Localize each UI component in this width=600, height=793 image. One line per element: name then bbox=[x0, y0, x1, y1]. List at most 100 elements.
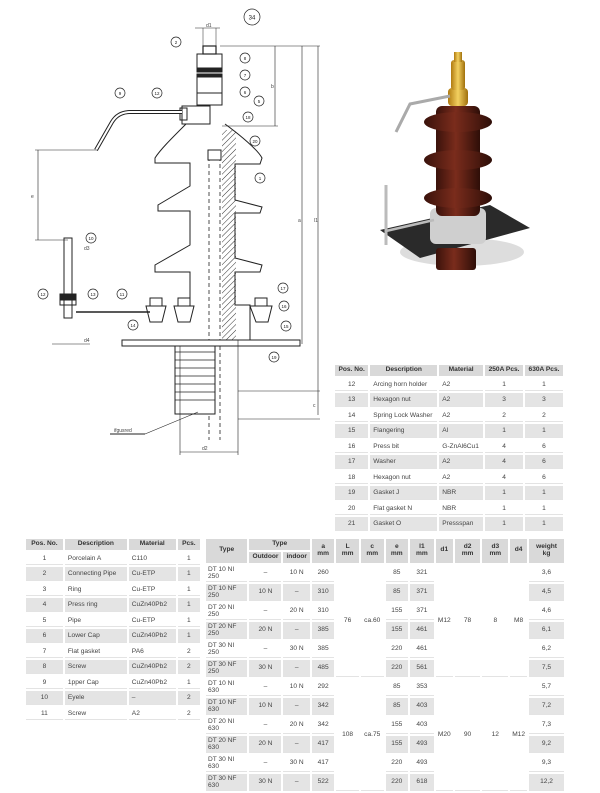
callout-label: 17 bbox=[280, 286, 286, 291]
cell-pos: 4 bbox=[26, 598, 63, 612]
cell-d4: M8 bbox=[510, 564, 528, 677]
cell-630a-pcs: 1 bbox=[525, 502, 563, 516]
dim-d1: d1 bbox=[206, 23, 212, 29]
cell-outdoor: 10 N bbox=[249, 583, 282, 601]
cell-indoor: 30 N bbox=[283, 641, 310, 658]
cell-e: 155 bbox=[385, 621, 408, 639]
cell-type: DT 10 NF 250 bbox=[206, 583, 248, 601]
callout-label: 16 bbox=[281, 304, 287, 309]
cell-d2: 90 bbox=[454, 678, 481, 791]
cell-250a-pcs: 1 bbox=[485, 517, 524, 531]
callout-label: 5 bbox=[258, 99, 261, 104]
col-l1: l1 mm bbox=[409, 539, 434, 563]
cell-e: 85 bbox=[385, 565, 408, 582]
cell-type: DT 20 NF 250 bbox=[206, 621, 248, 639]
dim-d2: d2 bbox=[202, 446, 208, 452]
col-d1: d1 bbox=[435, 539, 453, 563]
col-indoor: indoor bbox=[283, 551, 310, 563]
brass-cap bbox=[448, 88, 468, 106]
cell-indoor: – bbox=[283, 773, 310, 791]
cell-material: A2 bbox=[439, 455, 484, 469]
cell-pos: 2 bbox=[26, 567, 63, 581]
cell-pos: 19 bbox=[335, 486, 369, 500]
cell-description: Washer bbox=[370, 455, 438, 469]
cell-outdoor: 20 N bbox=[249, 735, 282, 753]
cell-pos: 3 bbox=[26, 583, 63, 597]
cell-630a-pcs: 1 bbox=[525, 486, 563, 500]
cell-e: 155 bbox=[385, 717, 408, 734]
cell-e: 85 bbox=[385, 679, 408, 696]
cell-pcs: 1 bbox=[177, 583, 200, 597]
parts-table-right: Pos. No. Description Material 250A Pcs. … bbox=[333, 363, 565, 533]
col-c: c mm bbox=[360, 539, 384, 563]
cell-a: 292 bbox=[311, 679, 335, 696]
callout-label: 34 bbox=[249, 16, 256, 22]
cell-a: 310 bbox=[311, 583, 335, 601]
callout-circle bbox=[253, 95, 265, 107]
callout-label: 1 bbox=[259, 176, 262, 181]
technical-drawing: d1 b a l1 e d3 d4 d2 c ifgusred 34287651… bbox=[31, 8, 320, 455]
cell-material: Cu-ETP bbox=[128, 583, 176, 597]
cell-indoor: 10 N bbox=[283, 565, 310, 582]
cell-e: 220 bbox=[385, 659, 408, 677]
cell-outdoor: 10 N bbox=[249, 697, 282, 715]
cell-indoor: 30 N bbox=[283, 755, 310, 772]
cell-description: Screw bbox=[64, 707, 127, 721]
cell-indoor: – bbox=[283, 659, 310, 677]
cell-outdoor: – bbox=[249, 717, 282, 734]
cell-l1: 371 bbox=[409, 603, 434, 620]
cell-description: Pipe bbox=[64, 614, 127, 628]
cell-l1: 618 bbox=[409, 773, 434, 791]
callout-circle bbox=[278, 300, 290, 312]
callout-label: 18 bbox=[245, 115, 251, 120]
callout-circle bbox=[280, 320, 292, 332]
callout-circle bbox=[127, 319, 139, 331]
cell-a: 417 bbox=[311, 755, 335, 772]
cell-pos: 17 bbox=[335, 455, 369, 469]
cell-250a-pcs: 4 bbox=[485, 455, 524, 469]
arcing-horn-photo bbox=[394, 94, 451, 133]
callout-label: 12 bbox=[40, 292, 46, 297]
cell-630a-pcs: 1 bbox=[525, 517, 563, 531]
cell-pcs: 1 bbox=[177, 598, 200, 612]
cell-material: Pressspan bbox=[439, 517, 484, 531]
cell-630a-pcs: 2 bbox=[525, 409, 563, 423]
cell-indoor: – bbox=[283, 621, 310, 639]
threaded-base-photo bbox=[436, 248, 476, 270]
cell-description: Arcing horn holder bbox=[370, 378, 438, 392]
col-pcs: Pcs. bbox=[177, 539, 200, 550]
cell-250a-pcs: 1 bbox=[485, 424, 524, 438]
cell-description: Flat gasket bbox=[64, 645, 127, 659]
cell-630a-pcs: 6 bbox=[525, 455, 563, 469]
cell-l1: 493 bbox=[409, 735, 434, 753]
col-pos: Pos. No. bbox=[335, 365, 369, 376]
cell-type: DT 30 NF 630 bbox=[206, 773, 248, 791]
cell-250a-pcs: 3 bbox=[485, 393, 524, 407]
cell-a: 342 bbox=[311, 697, 335, 715]
dim-d3: d3 bbox=[84, 246, 90, 252]
cell-pos: 8 bbox=[26, 660, 63, 674]
clamps bbox=[145, 297, 273, 323]
callout-label: 12 bbox=[154, 91, 160, 96]
cell-l1: 461 bbox=[409, 641, 434, 658]
cell-pos: 16 bbox=[335, 440, 369, 454]
cell-a: 342 bbox=[311, 717, 335, 734]
cell-l1: 493 bbox=[409, 755, 434, 772]
cell-description: Hexagon nut bbox=[370, 393, 438, 407]
cell-250a-pcs: 4 bbox=[485, 471, 524, 485]
cell-pos: 15 bbox=[335, 424, 369, 438]
cell-indoor: 20 N bbox=[283, 603, 310, 620]
cell-pcs: 1 bbox=[177, 567, 200, 581]
cell-pos: 9 bbox=[26, 676, 63, 690]
